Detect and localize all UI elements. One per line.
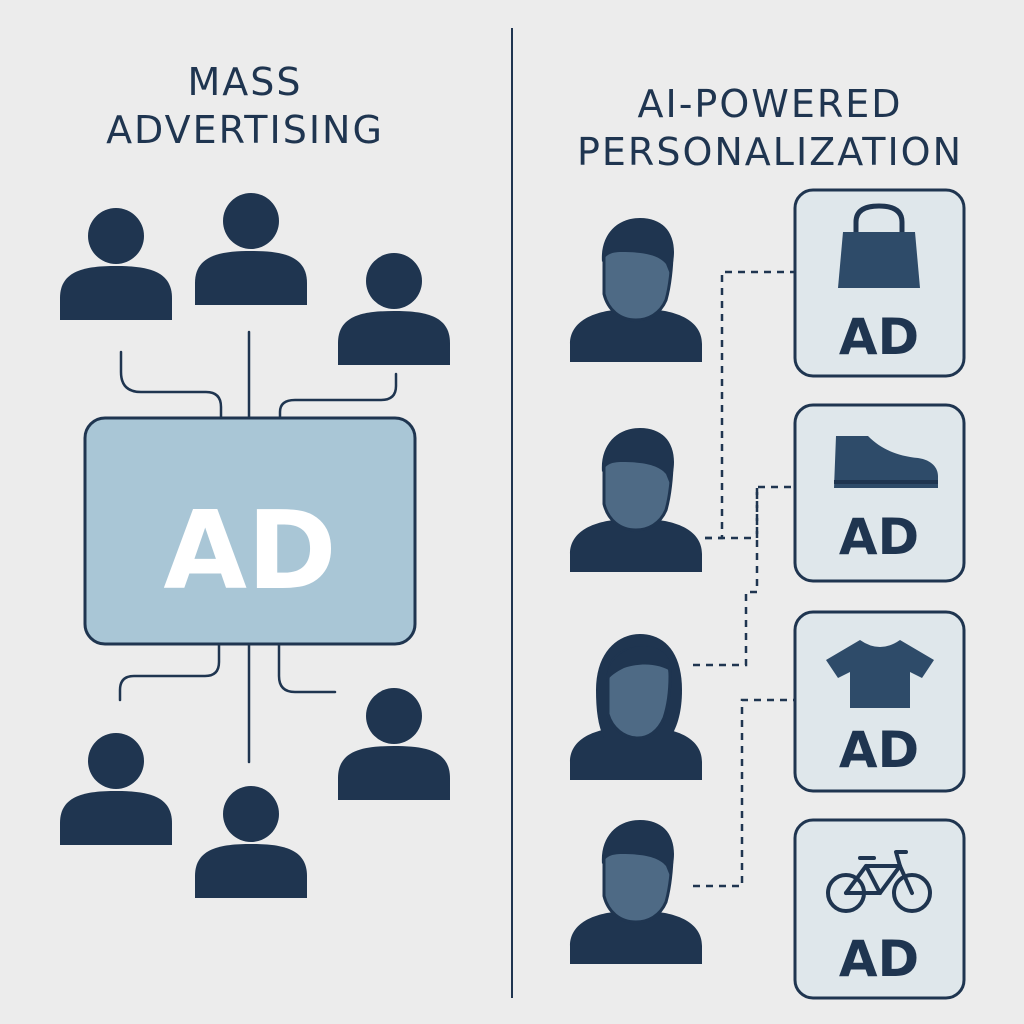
personalized-ad-card-4: AD	[793, 818, 966, 1000]
ad-card-label: AD	[839, 721, 919, 779]
user-avatar-icon	[568, 216, 704, 364]
shoe-icon	[834, 436, 938, 488]
personalized-ad-card-1: AD	[793, 188, 966, 378]
ad-card-label: AD	[839, 308, 919, 366]
shopping-bag-icon	[838, 203, 920, 288]
personalized-users	[568, 216, 704, 966]
ai-personalization-title-line2: PERSONALIZATION	[577, 130, 963, 174]
ai-personalization-title: AI-POWERED PERSONALIZATION	[530, 80, 1010, 176]
personalized-ad-card-2: AD	[793, 403, 966, 583]
mass-connector-lines	[118, 330, 398, 764]
audience-person-icon	[60, 208, 172, 320]
audience-person-icon	[195, 193, 307, 305]
user-avatar-icon	[568, 818, 704, 966]
mass-audience-bottom	[60, 688, 450, 898]
audience-person-icon	[60, 733, 172, 845]
mass-advertising-title-line2: ADVERTISING	[106, 108, 384, 152]
user-avatar-icon	[568, 426, 704, 574]
personalization-dashed-links	[693, 270, 795, 888]
user-avatar-icon	[568, 632, 704, 782]
mass-ad-panel: AD	[83, 416, 417, 646]
audience-person-icon	[195, 786, 307, 898]
ad-card-label: AD	[839, 508, 919, 566]
ai-personalization-title-line1: AI-POWERED	[637, 82, 903, 126]
mass-advertising-title: MASS ADVERTISING	[40, 58, 450, 154]
tshirt-icon	[826, 640, 934, 708]
mass-ad-label: AD	[163, 489, 336, 614]
audience-person-icon	[338, 688, 450, 800]
mass-advertising-title-line1: MASS	[187, 60, 303, 104]
personalized-ad-card-3: AD	[793, 610, 966, 793]
mass-audience-top	[60, 193, 450, 365]
audience-person-icon	[338, 253, 450, 365]
bicycle-icon	[826, 850, 932, 913]
ad-card-label: AD	[839, 930, 919, 988]
